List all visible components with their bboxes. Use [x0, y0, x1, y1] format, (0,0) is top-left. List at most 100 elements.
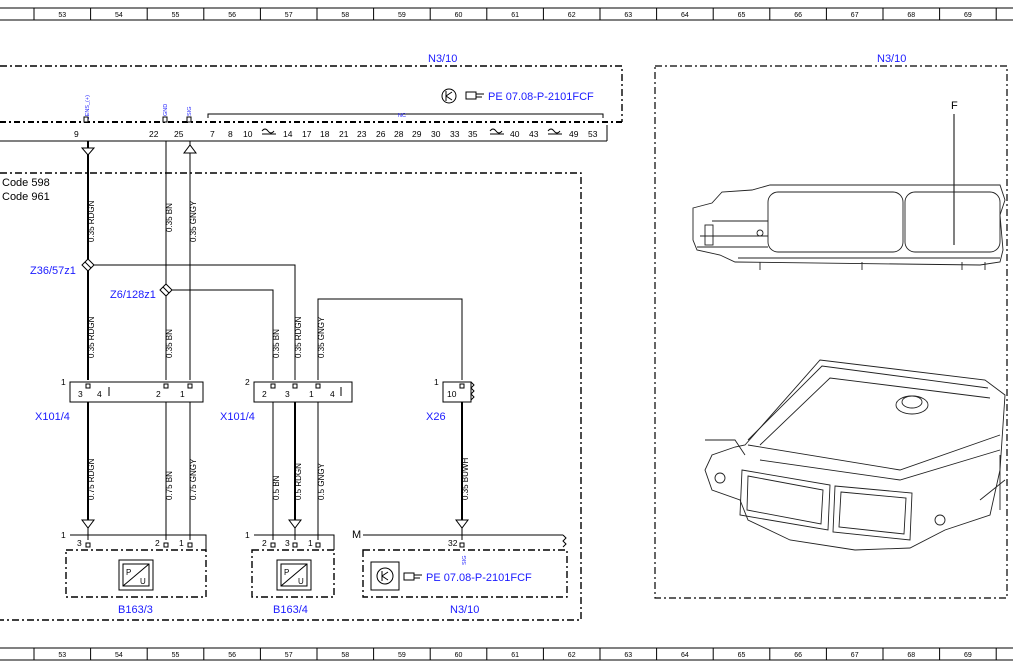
wire-label: 0.5 BN: [272, 475, 281, 500]
wire-label: 0.35 BN: [272, 329, 281, 358]
ruler-number: 58: [341, 652, 349, 659]
top-pin-33: 33: [450, 129, 460, 139]
component-b163-4: 1 2 3 1 P U B163/4: [245, 530, 335, 616]
wire-labels: 0.35 RDGN 0.35 BN 0.35 GNGY 0.35 RDGN 0.…: [87, 200, 470, 500]
signal-arrow-icon: [183, 144, 197, 154]
ruler-number: 56: [228, 12, 236, 19]
connector-pin: 1: [309, 389, 314, 399]
wire-label: 0.35 BN: [165, 329, 174, 358]
component-pin: 1: [308, 538, 313, 548]
pressure-sensor-icon: P U: [118, 559, 154, 591]
top-module-label: N3/10: [428, 53, 457, 65]
sensor-u: U: [298, 577, 304, 586]
connector-num: 2: [245, 377, 250, 387]
splice-label-z6: Z6/128z1: [110, 289, 156, 301]
ground-arrow-icon: [288, 519, 302, 529]
top-pin-22: 22: [149, 129, 159, 139]
component-pin: 3: [285, 538, 290, 548]
top-pin-35: 35: [468, 129, 478, 139]
component-pin: 3: [77, 538, 82, 548]
top-pin-49: 49: [569, 129, 579, 139]
ruler-number: 60: [455, 652, 463, 659]
connector-label: X101/4: [35, 411, 70, 423]
ruler-number: 64: [681, 12, 689, 19]
connector-pin: 4: [97, 389, 102, 399]
ruler-number: 57: [285, 652, 293, 659]
splice-z36: Z36/57z1: [30, 258, 95, 277]
ruler-number: 56: [228, 652, 236, 659]
wire-label: 0.35 BUWH: [461, 458, 470, 500]
gap-mark: [261, 128, 276, 135]
ruler-number: 68: [907, 12, 915, 19]
component-label: B163/3: [118, 604, 153, 616]
ruler-number: 69: [964, 12, 972, 19]
connector-pin: 4: [330, 389, 335, 399]
top-module-n3-10: N3/10 SENS_(+) GND SIG NC 9 22 25 7 8 10…: [0, 53, 623, 142]
code-section-box: [0, 172, 582, 621]
top-pin-53: 53: [588, 129, 598, 139]
connector-pin: 1: [180, 389, 185, 399]
component-pin: 32: [448, 538, 458, 548]
wire-label: 0.35 GNGY: [189, 200, 198, 242]
ruler-number: 54: [115, 652, 123, 659]
top-pin-40: 40: [510, 129, 520, 139]
ruler-number: 65: [738, 652, 746, 659]
pin-label-sig: SIG: [187, 107, 193, 116]
top-pin-9: 9: [74, 129, 79, 139]
top-pin-23: 23: [357, 129, 367, 139]
component-label: B163/4: [273, 604, 308, 616]
ruler-number: 62: [568, 652, 576, 659]
component-pin: 2: [262, 538, 267, 548]
gap-mark: [489, 128, 504, 135]
code-598: Code 598: [2, 177, 50, 189]
ruler-number: 53: [58, 12, 66, 19]
wire-label: 0.75 RDGN: [87, 458, 96, 500]
wire-label: 0.35 RDGN: [87, 200, 96, 242]
top-pin-10: 10: [243, 129, 253, 139]
detail-callout: F: [951, 100, 958, 112]
component-pin: 2: [155, 538, 160, 548]
connector-x101-4-b: 2 2 3 1 4 X101/4: [220, 377, 353, 423]
wire-label: 0.35 RDGN: [294, 316, 303, 358]
wire-label: 0.35 BN: [165, 203, 174, 232]
top-pin-7: 7: [210, 129, 215, 139]
ruler-number: 53: [58, 652, 66, 659]
component-label: N3/10: [450, 604, 479, 616]
component-pin: 1: [179, 538, 184, 548]
ruler-number: 67: [851, 652, 859, 659]
component-reference[interactable]: PE 07.08-P-2101FCF: [426, 572, 532, 584]
ruler-number: 65: [738, 12, 746, 19]
ruler-number: 61: [511, 652, 519, 659]
connector-label: X26: [426, 411, 446, 423]
pin-label-nc: NC: [398, 113, 406, 119]
ruler-number: 64: [681, 652, 689, 659]
gap-mark: [547, 128, 562, 135]
ground-arrow-icon: [80, 147, 96, 156]
top-pin-17: 17: [302, 129, 312, 139]
ruler-number: 63: [624, 12, 632, 19]
ruler-number: 55: [172, 12, 180, 19]
detail-panel: N3/10 F: [654, 53, 1008, 599]
ecu-illustration-icon: [704, 359, 1006, 551]
splice-label-z36: Z36/57z1: [30, 265, 76, 277]
ground-arrow-icon: [455, 519, 469, 529]
connector-pin: 2: [262, 389, 267, 399]
connector-label: X101/4: [220, 411, 255, 423]
connector-pin: 2: [156, 389, 161, 399]
top-pin-25: 25: [174, 129, 184, 139]
component-n3-10-bottom: M 32 SIG PE 07.08-P-2101FCF N3/10: [352, 529, 568, 616]
component-num: 1: [245, 530, 250, 540]
top-reference[interactable]: PE 07.08-P-2101FCF: [488, 91, 594, 103]
top-pin-26: 26: [376, 129, 386, 139]
top-pin-29: 29: [412, 129, 422, 139]
wire-label: 0.35 GNGY: [317, 316, 326, 358]
ruler-number: 59: [398, 652, 406, 659]
transistor-icon: [376, 567, 394, 585]
wire-label: 0.75 GNGY: [189, 458, 198, 500]
wire-label: 0.35 RDGN: [87, 316, 96, 358]
component-num: 1: [61, 530, 66, 540]
ruler-number: 61: [511, 12, 519, 19]
